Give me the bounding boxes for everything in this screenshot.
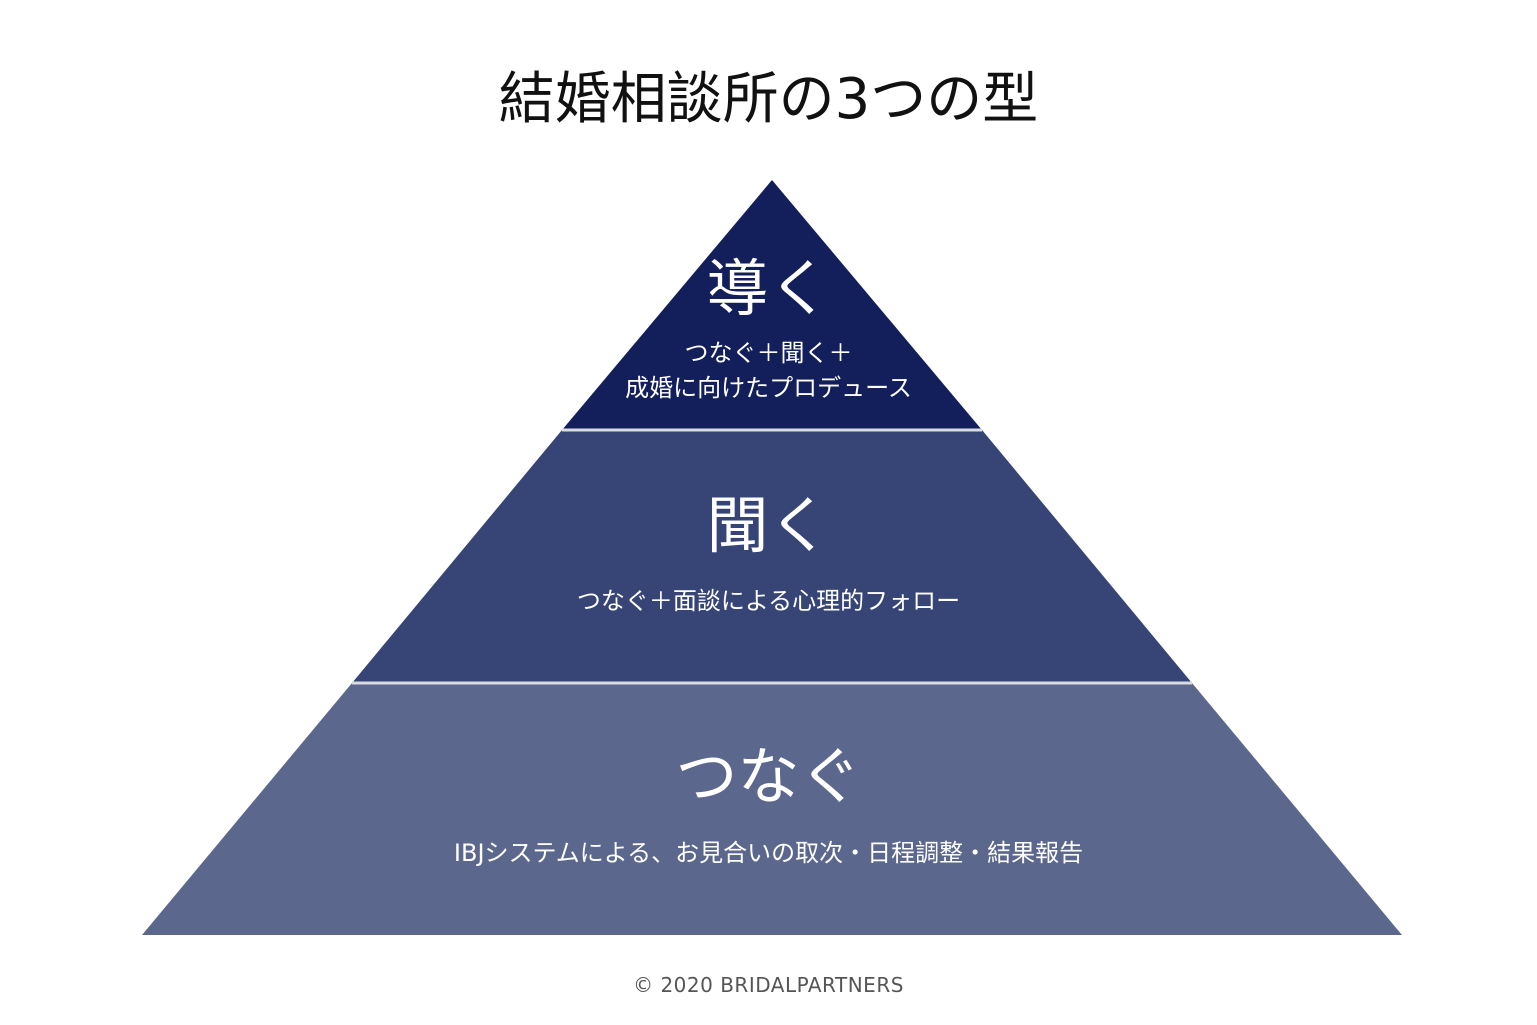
tier-middle-heading: 聞く <box>706 489 831 562</box>
copyright-footer: © 2020 BRIDALPARTNERS <box>633 973 904 997</box>
tier-top-content: 導く <box>0 258 1537 320</box>
tier-top-heading: 導く <box>706 252 831 325</box>
slide-title: 結婚相談所の3つの型 <box>498 67 1039 132</box>
pyramid-tier-top <box>562 180 982 430</box>
tier-top-desc-line1: つなぐ＋聞く＋ <box>684 339 853 367</box>
tier-top-desc-line2: 成婚に向けたプロデュース <box>625 373 912 402</box>
tier-middle-content: 聞く <box>0 495 1537 557</box>
pyramid-tier-middle <box>352 430 1192 683</box>
pyramid-tier-bottom <box>142 683 1402 935</box>
tier-bottom-description: IBJシステムによる、お見合いの取次・日程調整・結果報告 <box>0 836 1537 871</box>
tier-bottom-heading: つなぐ <box>675 740 862 813</box>
tier-bottom-content: つなぐ <box>0 746 1537 808</box>
tier-middle-desc-line1: つなぐ＋面談による心理的フォロー <box>576 587 961 615</box>
tier-bottom-desc-line1: IBJシステムによる、お見合いの取次・日程調整・結果報告 <box>453 839 1084 867</box>
tier-middle-description: つなぐ＋面談による心理的フォロー <box>0 584 1537 619</box>
tier-top-description: つなぐ＋聞く＋ 成婚に向けたプロデュース <box>0 336 1537 406</box>
